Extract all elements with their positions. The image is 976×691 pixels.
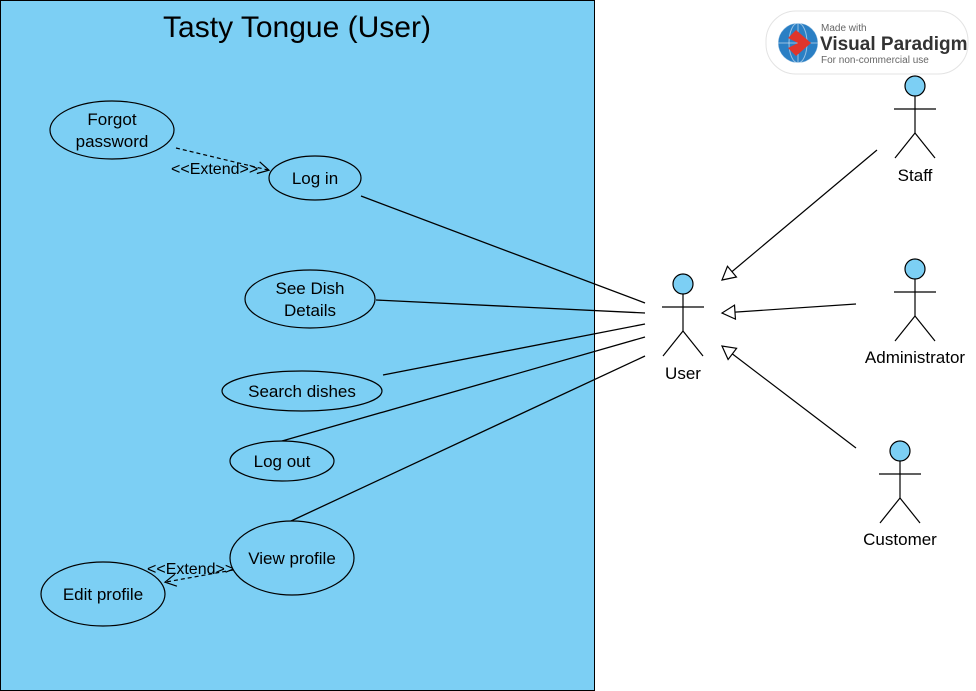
use-case-label: See Dish bbox=[276, 279, 345, 298]
use-case-label: Details bbox=[284, 301, 336, 320]
use-case-forgot-password[interactable]: Forgot password bbox=[49, 100, 175, 160]
gen-customer bbox=[720, 345, 857, 449]
assoc-search-dishes bbox=[382, 323, 646, 376]
user-actor-icon bbox=[879, 440, 921, 524]
actor-label: Administrator bbox=[865, 348, 965, 367]
assoc-see-dish-details bbox=[375, 299, 646, 314]
extend-arrow-login bbox=[175, 147, 271, 175]
use-case-edit-profile[interactable]: Edit profile bbox=[40, 561, 166, 627]
use-case-label: password bbox=[76, 132, 149, 151]
use-case-label: Edit profile bbox=[63, 585, 143, 604]
use-case-label: Log out bbox=[254, 452, 311, 471]
actor-administrator[interactable]: Administrator bbox=[865, 258, 965, 367]
user-actor-icon bbox=[894, 75, 936, 159]
use-case-search-dishes[interactable]: Search dishes bbox=[221, 370, 383, 412]
watermark-brand: Visual Paradigm bbox=[820, 34, 968, 55]
use-case-log-in[interactable]: Log in bbox=[268, 155, 362, 201]
actor-user[interactable]: User bbox=[662, 273, 704, 383]
use-case-view-profile[interactable]: View profile bbox=[229, 520, 355, 596]
generalizations bbox=[720, 149, 878, 449]
watermark-note: For non-commercial use bbox=[821, 55, 929, 66]
watermark-made-with: Made with bbox=[821, 23, 867, 34]
visual-paradigm-watermark: Made with Visual Paradigm For non-commer… bbox=[765, 10, 969, 75]
extend-label-login: <<Extend>> bbox=[171, 161, 258, 178]
extend-arrow-profile bbox=[163, 569, 234, 587]
use-case-label: View profile bbox=[248, 549, 336, 568]
actor-customer[interactable]: Customer bbox=[863, 440, 937, 549]
system-title: Tasty Tongue (User) bbox=[163, 11, 431, 44]
user-actor-icon bbox=[662, 273, 704, 357]
use-case-label: Log in bbox=[292, 169, 338, 188]
actor-label: Staff bbox=[898, 166, 933, 185]
assoc-view-profile bbox=[290, 355, 646, 522]
visual-paradigm-logo-icon bbox=[777, 22, 819, 64]
gen-administrator bbox=[720, 303, 857, 321]
associations bbox=[281, 195, 646, 522]
assoc-log-out bbox=[281, 336, 646, 442]
extend-label-profile: <<Extend>> bbox=[147, 561, 234, 578]
use-case-see-dish-details[interactable]: See Dish Details bbox=[244, 269, 376, 329]
use-case-log-out[interactable]: Log out bbox=[229, 440, 335, 482]
actor-staff[interactable]: Staff bbox=[894, 75, 936, 185]
actor-label: User bbox=[665, 364, 701, 383]
use-case-label: Search dishes bbox=[248, 382, 356, 401]
assoc-log-in bbox=[360, 195, 646, 304]
use-case-label: Forgot bbox=[87, 110, 136, 129]
gen-staff bbox=[721, 149, 878, 281]
user-actor-icon bbox=[894, 258, 936, 342]
actor-label: Customer bbox=[863, 530, 937, 549]
